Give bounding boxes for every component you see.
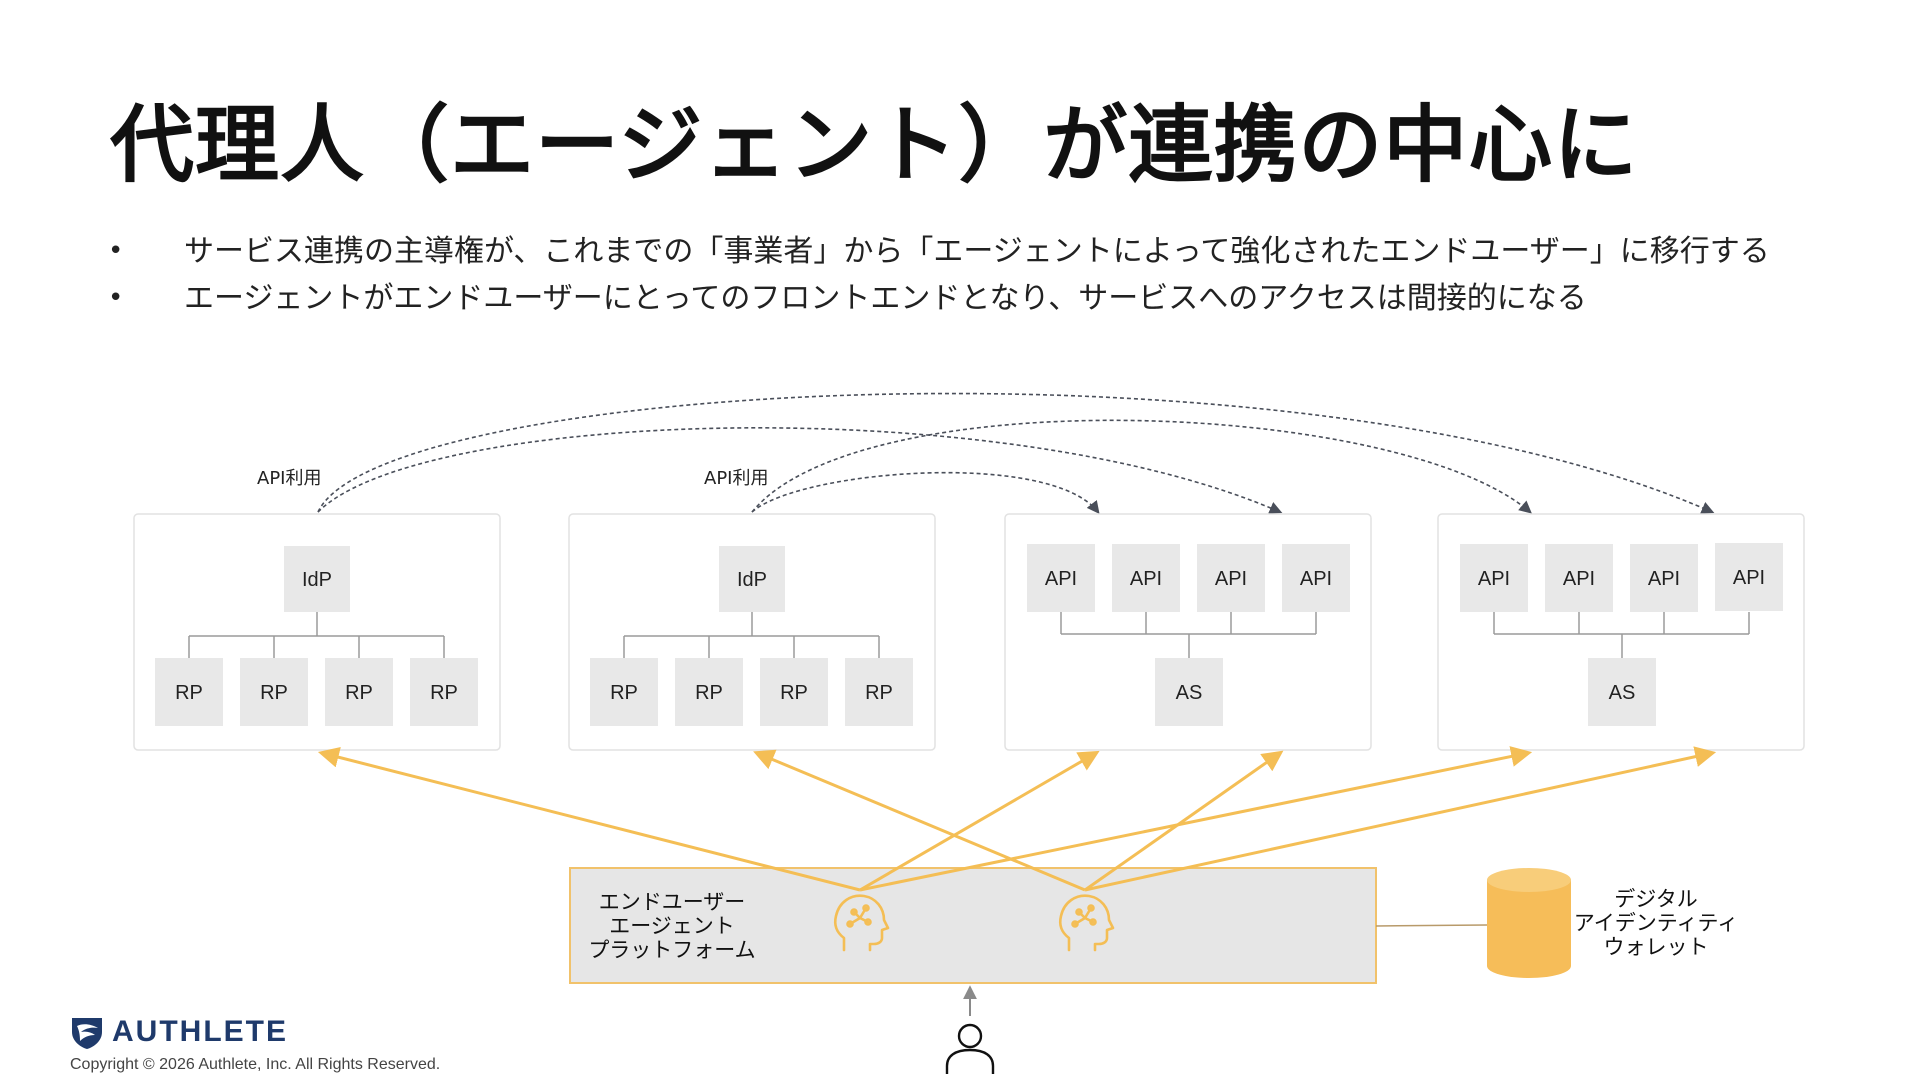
wallet-label: アイデンティティ [1574, 911, 1738, 935]
panel-frame [1437, 513, 1805, 751]
bullet-symbol: • [108, 236, 124, 266]
rp-box [845, 658, 913, 726]
api-usage-arrow [317, 392, 1715, 514]
api-box [1715, 543, 1783, 611]
idp-box [284, 546, 350, 612]
agent-arrow [317, 746, 861, 892]
bullet-text: サービス連携の主導権が、これまでの「事業者」から「エージェントによって強化された… [184, 234, 1770, 269]
idp-panel: IdP RP RP RP RP [133, 513, 501, 751]
tree-connectors [1493, 612, 1750, 658]
api-box [1027, 544, 1095, 612]
rp-box [675, 658, 743, 726]
api-label: API [1648, 568, 1680, 590]
bullet-item: • エージェントがエンドユーザーにとってのフロントエンドとなり、サービスへのアク… [108, 275, 1770, 322]
panel-frame [1004, 513, 1372, 751]
api-usage-arrow [317, 427, 1283, 514]
rp-label: RP [430, 682, 458, 704]
agent-head-icon [833, 894, 890, 952]
api-usage-arrow [751, 471, 1100, 515]
bullet-symbol: • [108, 283, 124, 313]
rp-label: RP [610, 682, 638, 704]
wallet-label: ウォレット [1604, 935, 1709, 959]
agent-arrow [1084, 746, 1717, 892]
as-box [1588, 658, 1656, 726]
api-box [1112, 544, 1180, 612]
api-label: API [1130, 568, 1162, 590]
as-label: AS [1609, 682, 1636, 704]
rp-box [155, 658, 223, 726]
agent-platform: エンドユーザー エージェント プラットフォーム [569, 867, 1377, 984]
rp-label: RP [695, 682, 723, 704]
bullet-list: • サービス連携の主導権が、これまでの「事業者」から「エージェントによって強化さ… [108, 228, 1770, 322]
api-label: API [1563, 568, 1595, 590]
idp-label: IdP [737, 569, 767, 591]
api-usage-arrows [317, 392, 1715, 515]
platform-label: エージェント [609, 914, 735, 938]
user-icon [945, 1023, 995, 1074]
api-box [1282, 544, 1350, 612]
api-box [1545, 544, 1613, 612]
rp-label: RP [780, 682, 808, 704]
wallet-connector [1375, 924, 1488, 927]
tree-connectors [1060, 612, 1317, 658]
agent-arrow [1084, 750, 1284, 892]
api-box [1197, 544, 1265, 612]
wallet-label: デジタル [1614, 887, 1698, 911]
rp-label: RP [260, 682, 288, 704]
slide-title: 代理人（エージェント）が連携の中心に [110, 96, 1639, 194]
api-panel: API API API API AS [1004, 513, 1372, 751]
api-usage-label: API利用 [257, 468, 321, 489]
api-usage-label: API利用 [704, 468, 768, 489]
rp-box [760, 658, 828, 726]
rp-label: RP [865, 682, 893, 704]
rp-box [410, 658, 478, 726]
rp-label: RP [345, 682, 373, 704]
bullet-item: • サービス連携の主導権が、これまでの「事業者」から「エージェントによって強化さ… [108, 228, 1770, 275]
tree-connectors [188, 612, 445, 658]
as-box [1155, 658, 1223, 726]
agent-arrow [753, 749, 1086, 892]
api-label: API [1045, 568, 1077, 590]
agent-access-arrows [317, 746, 1717, 892]
copyright-text: Copyright © 2026 Authlete, Inc. All Righ… [70, 1056, 441, 1073]
agent-arrow [859, 750, 1100, 892]
api-label: API [1733, 567, 1765, 589]
api-label: API [1300, 568, 1332, 590]
api-label: API [1478, 568, 1510, 590]
idp-label: IdP [302, 569, 332, 591]
platform-label: プラットフォーム [588, 938, 755, 962]
tree-connectors [623, 612, 880, 658]
agent-head-icon [1058, 894, 1115, 952]
api-label: API [1215, 568, 1247, 590]
brand-wordmark: AUTHLETE [112, 1015, 288, 1048]
api-usage-arrow [751, 419, 1532, 514]
api-panel: API API API API AS [1437, 513, 1805, 751]
idp-panel: IdP RP RP RP RP [568, 513, 936, 751]
database-cylinder-icon [1487, 868, 1571, 978]
rp-box [325, 658, 393, 726]
bullet-text: エージェントがエンドユーザーにとってのフロントエンドとなり、サービスへのアクセス… [184, 281, 1587, 316]
api-box [1630, 544, 1698, 612]
as-label: AS [1176, 682, 1203, 704]
api-box [1460, 544, 1528, 612]
rp-box [240, 658, 308, 726]
idp-box [719, 546, 785, 612]
platform-label: エンドユーザー [599, 890, 746, 914]
agent-arrow [859, 746, 1533, 892]
rp-label: RP [175, 682, 203, 704]
authlete-logo: AUTHLETE [68, 1014, 288, 1050]
rp-box [590, 658, 658, 726]
eagle-logo-icon [72, 1018, 102, 1049]
